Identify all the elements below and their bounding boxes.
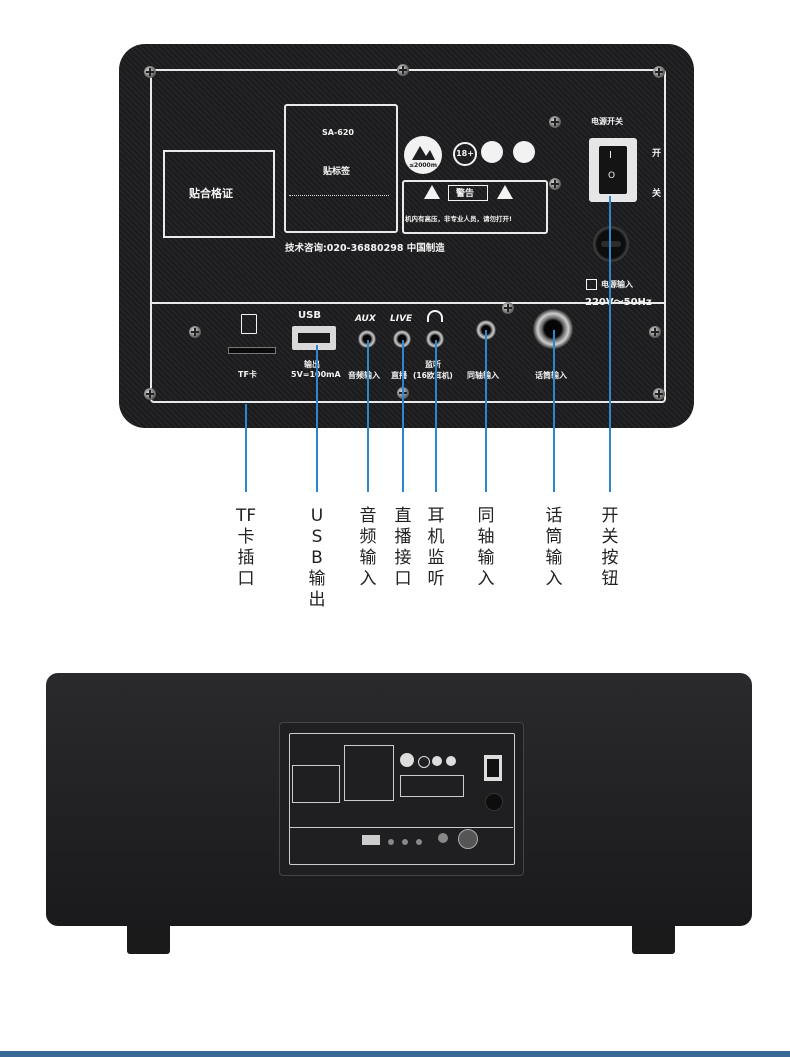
monitor-label-2: (16欧耳机): [413, 371, 453, 380]
callout-line-switch: [609, 196, 611, 492]
warning-text: 机内有高压，非专业人员，请勿打开!: [405, 215, 512, 223]
bottom-accent-bar: [0, 1051, 790, 1057]
aux-label: 音频输入: [348, 371, 380, 380]
speaker-foot-left: [127, 926, 170, 954]
tf-label: TF卡: [238, 370, 257, 379]
callout-mic: 话筒输入: [545, 506, 563, 589]
ccc-icon: [513, 141, 535, 163]
callout-line-tf: [245, 404, 247, 492]
callout-coax: 同轴输入: [477, 506, 495, 589]
callout-line-aux: [367, 340, 369, 492]
power-input-spec: 220V～50Hz: [585, 297, 652, 308]
screw-icon: [144, 66, 156, 78]
callout-line-usb: [316, 345, 318, 492]
callout-line-coax: [485, 330, 487, 492]
usb-port[interactable]: [292, 326, 336, 350]
screw-icon: [502, 302, 514, 314]
power-switch-title: 电源开关: [591, 117, 623, 126]
monitor-label-1: 监听: [425, 360, 441, 369]
mic-label: 话筒输入: [535, 371, 567, 380]
altitude-icon: [404, 136, 442, 174]
headphone-icon: [427, 310, 443, 322]
callout-monitor: 耳机监听: [427, 506, 445, 589]
speaker-mini-panel: [279, 722, 524, 876]
dotted-line: [289, 195, 389, 196]
power-switch-rocker[interactable]: [599, 146, 627, 194]
callout-switch: 开关按钮: [601, 506, 619, 589]
live-title: LIVE: [390, 314, 413, 324]
tech-support-text: 技术咨询:020-36880298 中国制造: [285, 243, 445, 254]
usb-title: USB: [298, 310, 321, 321]
tf-card-icon: [241, 314, 257, 334]
warning-triangle-icon: [497, 185, 513, 199]
callout-line-monitor: [435, 340, 437, 492]
screw-icon: [549, 178, 561, 190]
cert-sticker-text: 贴合格证: [189, 187, 233, 200]
screw-icon: [653, 388, 665, 400]
switch-off-text: 关: [652, 189, 662, 199]
switch-on-mark: I: [609, 150, 612, 161]
callout-line-mic: [553, 330, 555, 492]
screw-icon: [189, 326, 201, 338]
usb-label-2: 5V=100mA: [291, 370, 341, 379]
callout-line-live: [402, 340, 404, 492]
label-sticker-area: [284, 104, 398, 233]
model-text: SA-620: [322, 128, 354, 137]
speaker-foot-right: [632, 926, 675, 954]
warning-box: [402, 180, 548, 234]
altitude-text: ≤2000m: [409, 162, 437, 169]
label-sticker-text: 贴标签: [323, 167, 351, 177]
aux-jack[interactable]: [358, 330, 376, 348]
power-switch[interactable]: I O: [589, 138, 637, 202]
warning-title: 警告: [456, 189, 475, 199]
panel-divider: [152, 302, 664, 304]
live-label: 直播: [391, 371, 407, 380]
age-18-icon: 18+: [453, 142, 477, 166]
usb-label-1: 输出: [304, 360, 320, 369]
switch-on-text: 开: [652, 149, 662, 159]
live-jack[interactable]: [393, 330, 411, 348]
speaker-back: [46, 673, 752, 926]
rear-panel: 贴合格证 SA-620 贴标签 ≤2000m 18+ 警告 机内有高压，非专业人…: [119, 44, 694, 428]
power-input-title: 电源输入: [601, 280, 633, 289]
fuse-holder-icon: [593, 226, 629, 262]
cert-sticker-area: [163, 150, 275, 238]
aux-title: AUX: [355, 314, 376, 324]
callout-live: 直播接口: [394, 506, 412, 589]
screw-icon: [649, 326, 661, 338]
screw-icon: [653, 66, 665, 78]
warning-title-box: [448, 185, 488, 201]
double-insulation-icon: [586, 279, 597, 290]
recycle-icon: [481, 141, 503, 163]
coax-label: 同轴输入: [467, 371, 499, 380]
screw-icon: [549, 116, 561, 128]
screw-icon: [144, 388, 156, 400]
headphone-jack[interactable]: [426, 330, 444, 348]
tf-card-slot[interactable]: [228, 347, 276, 354]
warning-triangle-icon: [424, 185, 440, 199]
screw-icon: [397, 64, 409, 76]
callout-aux: 音频输入: [359, 506, 377, 589]
switch-off-mark: O: [608, 171, 616, 181]
